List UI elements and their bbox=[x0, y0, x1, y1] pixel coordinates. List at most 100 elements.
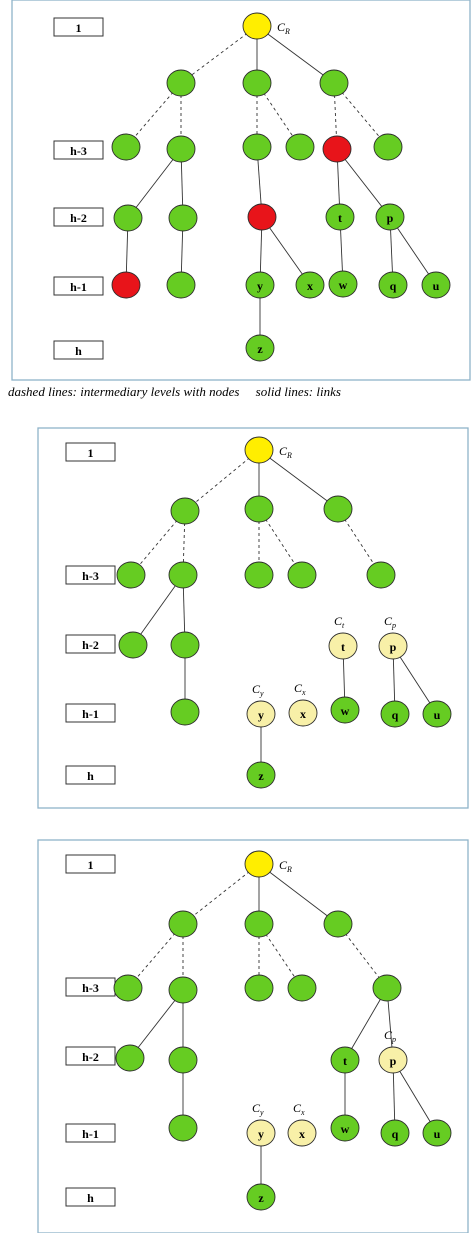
level-label: h-3 bbox=[82, 981, 99, 995]
level-label: h-3 bbox=[70, 144, 87, 158]
link bbox=[129, 989, 184, 1059]
node-y bbox=[245, 271, 275, 299]
node-b6 bbox=[373, 133, 403, 161]
node-b1 bbox=[113, 974, 143, 1002]
cluster-label-p: Cp bbox=[384, 614, 396, 630]
cluster-label-t: Ct bbox=[334, 614, 345, 630]
level-box bbox=[65, 1187, 116, 1207]
node-a2 bbox=[244, 495, 274, 523]
intermediary-link bbox=[182, 863, 260, 925]
node-b6 bbox=[372, 974, 402, 1002]
level-label: h-3 bbox=[82, 569, 99, 583]
node-label: t bbox=[343, 1054, 347, 1068]
node-b2 bbox=[168, 976, 198, 1004]
node-a3 bbox=[323, 495, 353, 523]
level-box bbox=[65, 765, 116, 785]
node-w bbox=[328, 270, 358, 298]
node-label: p bbox=[387, 211, 394, 225]
caption: dashed lines: intermediary levels with n… bbox=[8, 384, 341, 399]
node-b2 bbox=[166, 135, 196, 163]
node-label: w bbox=[339, 278, 348, 292]
node-d2 bbox=[168, 1114, 198, 1142]
level-label: h bbox=[75, 344, 82, 358]
level-label: 1 bbox=[88, 858, 94, 872]
level-label: h-2 bbox=[70, 211, 87, 225]
node-p bbox=[378, 632, 408, 660]
node-b3 bbox=[244, 974, 274, 1002]
node-label: q bbox=[392, 708, 399, 722]
node-b2 bbox=[168, 561, 198, 589]
panel-frame bbox=[37, 427, 469, 809]
node-label: z bbox=[258, 1191, 264, 1205]
level-label: 1 bbox=[76, 21, 82, 35]
panel-frame bbox=[37, 839, 469, 1233]
node-label: u bbox=[434, 708, 441, 722]
node-d2 bbox=[170, 698, 200, 726]
level-box bbox=[53, 276, 104, 296]
node-d1 bbox=[111, 271, 141, 299]
node-label: q bbox=[392, 1127, 399, 1141]
cluster-label-y: Cy bbox=[252, 1101, 264, 1117]
node-y bbox=[246, 1119, 276, 1147]
node-label: t bbox=[338, 211, 342, 225]
level-box bbox=[53, 207, 104, 227]
level-box bbox=[65, 634, 116, 654]
cluster-label-R: CR bbox=[277, 20, 290, 36]
link bbox=[258, 449, 339, 510]
intermediary-link bbox=[333, 82, 389, 148]
node-p bbox=[375, 203, 405, 231]
level-label: h-1 bbox=[82, 1127, 99, 1141]
link bbox=[256, 25, 335, 84]
node-z bbox=[246, 1183, 276, 1211]
intermediary-link bbox=[180, 25, 258, 84]
node-d2 bbox=[166, 271, 196, 299]
level-box bbox=[53, 140, 104, 160]
level-box bbox=[53, 17, 104, 37]
node-b5 bbox=[322, 135, 352, 163]
node-a2 bbox=[242, 69, 272, 97]
link bbox=[261, 216, 311, 286]
intermediary-link bbox=[127, 923, 184, 989]
node-x bbox=[288, 699, 318, 727]
cluster-label-x: Cx bbox=[293, 1101, 305, 1117]
intermediary-link bbox=[125, 82, 182, 148]
node-label: y bbox=[258, 708, 264, 722]
node-b3 bbox=[242, 133, 272, 161]
intermediary-link bbox=[130, 510, 186, 576]
node-c2 bbox=[168, 204, 198, 232]
panel-frame bbox=[11, 0, 471, 381]
node-root bbox=[244, 850, 274, 878]
node-a3 bbox=[319, 69, 349, 97]
level-label: h-1 bbox=[82, 707, 99, 721]
link bbox=[344, 987, 388, 1061]
node-t bbox=[328, 632, 358, 660]
node-label: w bbox=[341, 1122, 350, 1136]
link bbox=[336, 148, 391, 218]
link bbox=[127, 148, 182, 219]
node-c2 bbox=[168, 1046, 198, 1074]
node-b1 bbox=[116, 561, 146, 589]
node-a1 bbox=[166, 69, 196, 97]
node-b4 bbox=[287, 974, 317, 1002]
node-y bbox=[246, 700, 276, 728]
node-a3 bbox=[323, 910, 353, 938]
node-label: t bbox=[341, 640, 345, 654]
node-z bbox=[245, 334, 275, 362]
level-box bbox=[65, 1123, 116, 1143]
node-c2 bbox=[170, 631, 200, 659]
node-a2 bbox=[244, 910, 274, 938]
node-b3 bbox=[244, 561, 274, 589]
level-label: h-2 bbox=[82, 638, 99, 652]
level-box bbox=[53, 340, 104, 360]
node-x bbox=[287, 1119, 317, 1147]
node-b4 bbox=[287, 561, 317, 589]
intermediary-link bbox=[184, 449, 260, 512]
cluster-label-p: Cp bbox=[384, 1028, 396, 1044]
level-label: h-2 bbox=[82, 1050, 99, 1064]
node-u bbox=[422, 1119, 452, 1147]
node-a1 bbox=[170, 497, 200, 525]
node-label: x bbox=[300, 707, 306, 721]
